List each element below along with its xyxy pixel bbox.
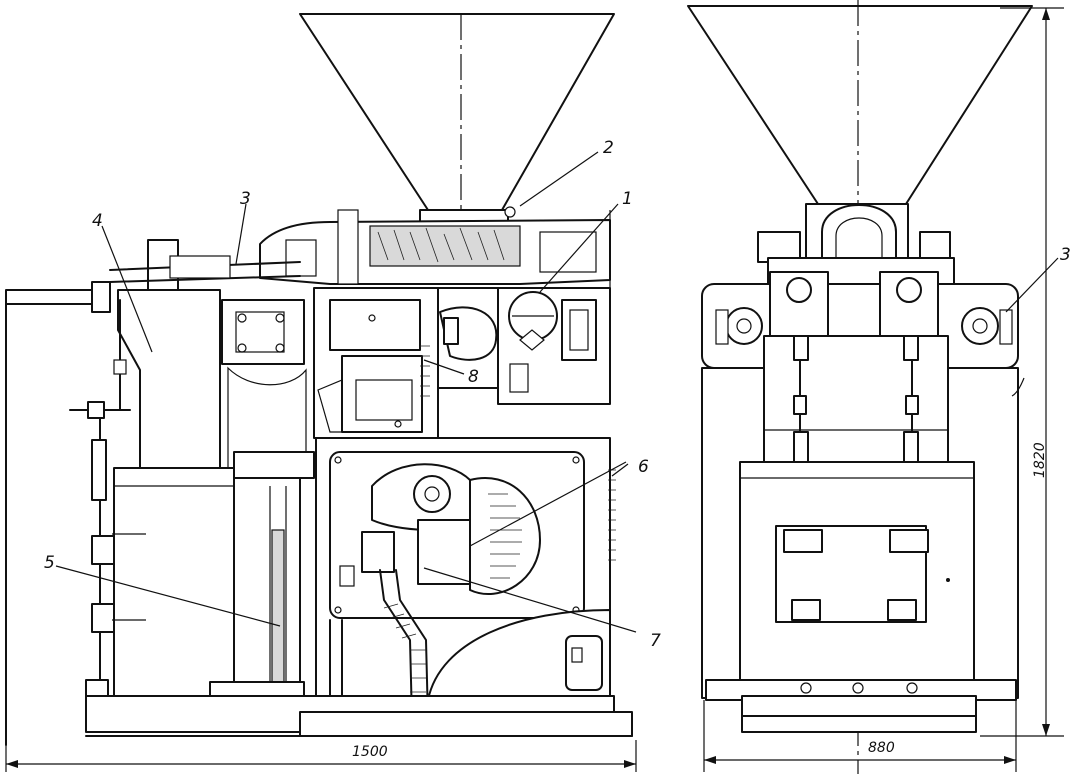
- side-view: [687, 0, 1064, 774]
- dimension-880-label: 880: [868, 740, 895, 756]
- front-view: [5, 13, 637, 772]
- lower-left-tank: [112, 451, 315, 713]
- lower-right-housing: [315, 437, 616, 731]
- callout-3-side: 3: [1060, 245, 1071, 265]
- front-base: [85, 695, 633, 737]
- feeder-head: [259, 206, 611, 288]
- callout-8: 8: [468, 367, 479, 387]
- left-arm: [5, 239, 301, 746]
- callout-2: 2: [603, 138, 614, 158]
- callout-6: 6: [638, 457, 649, 477]
- callout-1: 1: [622, 189, 633, 209]
- side-lower-tank: [739, 461, 975, 683]
- side-leaders: [1005, 257, 1059, 397]
- front-leaders: [55, 151, 637, 633]
- upper-left-body: [117, 289, 307, 471]
- callout-7: 7: [650, 631, 661, 651]
- left-rod-linkage: [69, 299, 131, 703]
- dimension-1500-label: 1500: [352, 744, 388, 760]
- dimension-1820-label: 1820: [1032, 442, 1048, 478]
- dimension-side-width: [703, 700, 1017, 772]
- dimension-front-width: [5, 740, 637, 772]
- central-frame: [313, 287, 611, 439]
- callout-4: 4: [92, 211, 103, 231]
- callout-5: 5: [44, 553, 55, 573]
- front-hopper: [299, 13, 615, 212]
- dimension-height: [980, 7, 1064, 737]
- callout-3: 3: [240, 189, 251, 209]
- side-base: [705, 679, 1017, 733]
